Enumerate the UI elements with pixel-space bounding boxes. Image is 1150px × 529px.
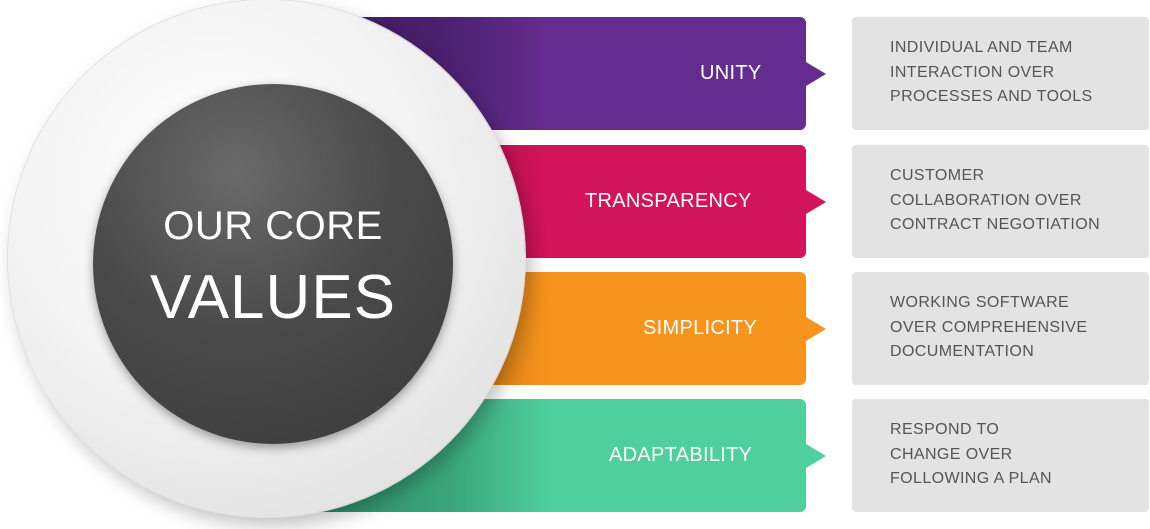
description-line: CHANGE OVER (890, 445, 1013, 463)
value-label-simplicity: SIMPLICITY (643, 317, 758, 339)
description-line: DOCUMENTATION (890, 343, 1035, 360)
value-description-simplicity: WORKING SOFTWARE OVER COMPREHENSIVE DOCU… (852, 272, 1149, 385)
value-description-adaptability: RESPOND TO CHANGE OVER FOLLOWING A PLAN (852, 399, 1149, 512)
value-description-unity: INDIVIDUAL AND TEAM INTERACTION OVER PRO… (852, 17, 1149, 130)
outer-ring-circle: OUR CORE VALUES (8, 0, 525, 517)
description-line: WORKING SOFTWARE (890, 294, 1070, 311)
center-title-line2: VALUES (149, 263, 397, 332)
center-title-line1: OUR CORE (163, 204, 383, 248)
description-line: PROCESSES AND TOOLS (890, 88, 1093, 105)
value-label-adaptability: ADAPTABILITY (609, 444, 753, 466)
value-description-transparency: CUSTOMER COLLABORATION OVER CONTRACT NEG… (852, 145, 1149, 258)
center-circle: OUR CORE VALUES (93, 84, 453, 444)
description-line: CUSTOMER (890, 167, 985, 184)
description-line: INTERACTION OVER (890, 63, 1055, 81)
description-line: COLLABORATION OVER (890, 191, 1082, 209)
description-line: OVER COMPREHENSIVE (890, 318, 1088, 336)
value-label-transparency: TRANSPARENCY (585, 190, 752, 212)
description-line: INDIVIDUAL AND TEAM (890, 39, 1073, 56)
value-label-unity: UNITY (700, 62, 762, 84)
description-line: FOLLOWING A PLAN (890, 470, 1053, 487)
description-line: RESPOND TO (890, 421, 1000, 438)
description-line: CONTRACT NEGOTIATION (890, 216, 1101, 233)
